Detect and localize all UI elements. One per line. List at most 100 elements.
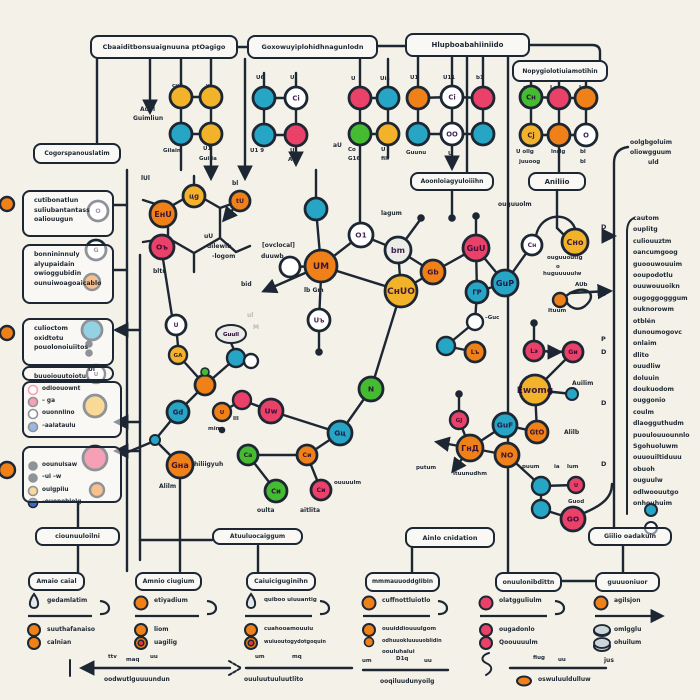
node xyxy=(566,475,586,495)
top-box-1-label: Cbaaiditbonsuaignuuna ptOagigo xyxy=(102,43,226,51)
text-label: lum xyxy=(567,464,579,470)
text-label: juuoog xyxy=(519,159,541,165)
text-label: lagum xyxy=(381,210,402,217)
node xyxy=(593,595,609,611)
blob-icon xyxy=(593,624,611,636)
path-shape xyxy=(481,652,493,676)
node xyxy=(306,307,332,333)
panel-line: alyupaidain xyxy=(34,260,75,268)
node xyxy=(181,183,207,209)
text-label: ia xyxy=(554,464,560,470)
col-header-2-label: Amnio ciugium xyxy=(142,578,195,585)
node xyxy=(375,121,401,147)
text-label: mim xyxy=(208,426,222,432)
node-label: ГP xyxy=(472,288,481,296)
node-label: N xyxy=(368,385,374,394)
text-label: uU xyxy=(204,233,214,240)
node-label: Guull xyxy=(223,332,239,338)
node-label: OO xyxy=(446,130,458,138)
text-label: o xyxy=(556,264,560,270)
node xyxy=(472,212,480,220)
edge xyxy=(161,257,174,318)
right-list-item: puoulouuounnlo xyxy=(633,431,690,439)
node xyxy=(524,419,550,445)
node-label: EнU xyxy=(154,210,172,219)
edge xyxy=(126,440,154,454)
col-header-3-label: Caiuiciguginihn xyxy=(254,578,308,585)
right-list-item: oancumgoog xyxy=(633,249,678,257)
node-label: Gнa xyxy=(171,461,189,470)
text-label: U1 xyxy=(203,146,212,152)
drop-icon xyxy=(245,592,257,610)
node xyxy=(470,121,496,147)
node xyxy=(479,636,493,650)
text-label: oolgbgoluim xyxy=(630,139,672,146)
node xyxy=(530,319,538,327)
node-label: CнUO xyxy=(387,287,415,297)
node xyxy=(463,340,487,364)
right-list-item: dlito xyxy=(633,351,649,359)
node xyxy=(27,636,41,650)
node-label: O xyxy=(583,131,589,139)
node xyxy=(283,85,309,111)
text-label: Cо xyxy=(348,147,356,153)
column-lead-label: quiboo uiuuantig xyxy=(264,597,317,603)
text-label: oulgpiiu xyxy=(42,487,69,493)
node-label: Gц xyxy=(334,429,346,438)
bottom-box-1: ciounuuloilni xyxy=(35,527,120,546)
text-label: lUl xyxy=(141,175,150,182)
node xyxy=(435,335,457,357)
paths-group xyxy=(69,43,635,677)
node xyxy=(439,84,465,110)
path-shape xyxy=(612,145,630,529)
column-item-label: Qoouuuulm xyxy=(499,639,538,646)
text-label: U1 xyxy=(410,75,419,81)
right-list-item: ouuwouuoikn xyxy=(633,283,680,291)
node xyxy=(530,475,552,497)
node-label: GtO xyxy=(530,428,545,436)
top-box-3: Hlupboabahiiniido xyxy=(405,33,530,57)
node xyxy=(448,409,470,431)
node xyxy=(383,273,419,309)
node xyxy=(546,122,572,148)
right-list-marker: D xyxy=(601,348,607,356)
node xyxy=(405,85,431,111)
node xyxy=(211,401,233,423)
bottom-box-4: Giilio oadakuin xyxy=(588,527,672,546)
text-label: bl xyxy=(580,149,586,155)
blob-icon xyxy=(593,637,611,649)
node xyxy=(417,214,425,222)
text-label: Ituunudhm xyxy=(453,471,487,477)
node xyxy=(0,195,16,213)
panel-line: bonnininnuly xyxy=(34,251,80,258)
column-item-label: wuiuoutogydotgoquin xyxy=(264,639,326,645)
text-label: –ouonobiolg xyxy=(42,499,82,505)
text-label: Auilim xyxy=(572,380,594,387)
text-label: U xyxy=(448,151,453,157)
text-label: Lo xyxy=(550,85,558,91)
right-list-marker: P xyxy=(601,335,606,343)
col-header-4: mmmauuoddglibin xyxy=(365,572,440,592)
node-label: Gи xyxy=(568,349,577,356)
top-box-4-label: Nopygiolotiuiamotihin xyxy=(522,67,598,75)
text-label: U6 xyxy=(256,75,265,81)
text-label: puum xyxy=(522,464,540,470)
node-label: Cн xyxy=(526,93,536,101)
node xyxy=(200,367,210,377)
right-list-item: ooupodotlu xyxy=(633,272,673,279)
column-item-label: cuahooamouuiu xyxy=(264,626,314,632)
column-item-label: ouuiddiouuulgom xyxy=(382,626,437,632)
text-label: bl xyxy=(232,180,239,187)
node xyxy=(251,85,277,111)
text-label: duuwb xyxy=(261,253,284,260)
right-list-item: ouknorowm xyxy=(633,306,674,314)
mid-box-acetyl-label: Aoonloiagyuloiiihn xyxy=(420,178,484,185)
path-shape xyxy=(534,215,578,238)
node xyxy=(137,639,145,647)
node xyxy=(478,595,494,611)
right-list-marker: D xyxy=(601,460,607,468)
text-label: ul xyxy=(247,312,254,319)
node-label: Oъ xyxy=(156,243,168,252)
text-label: ouonnlino xyxy=(42,410,75,416)
panel-line: suliubantantass xyxy=(34,206,90,214)
